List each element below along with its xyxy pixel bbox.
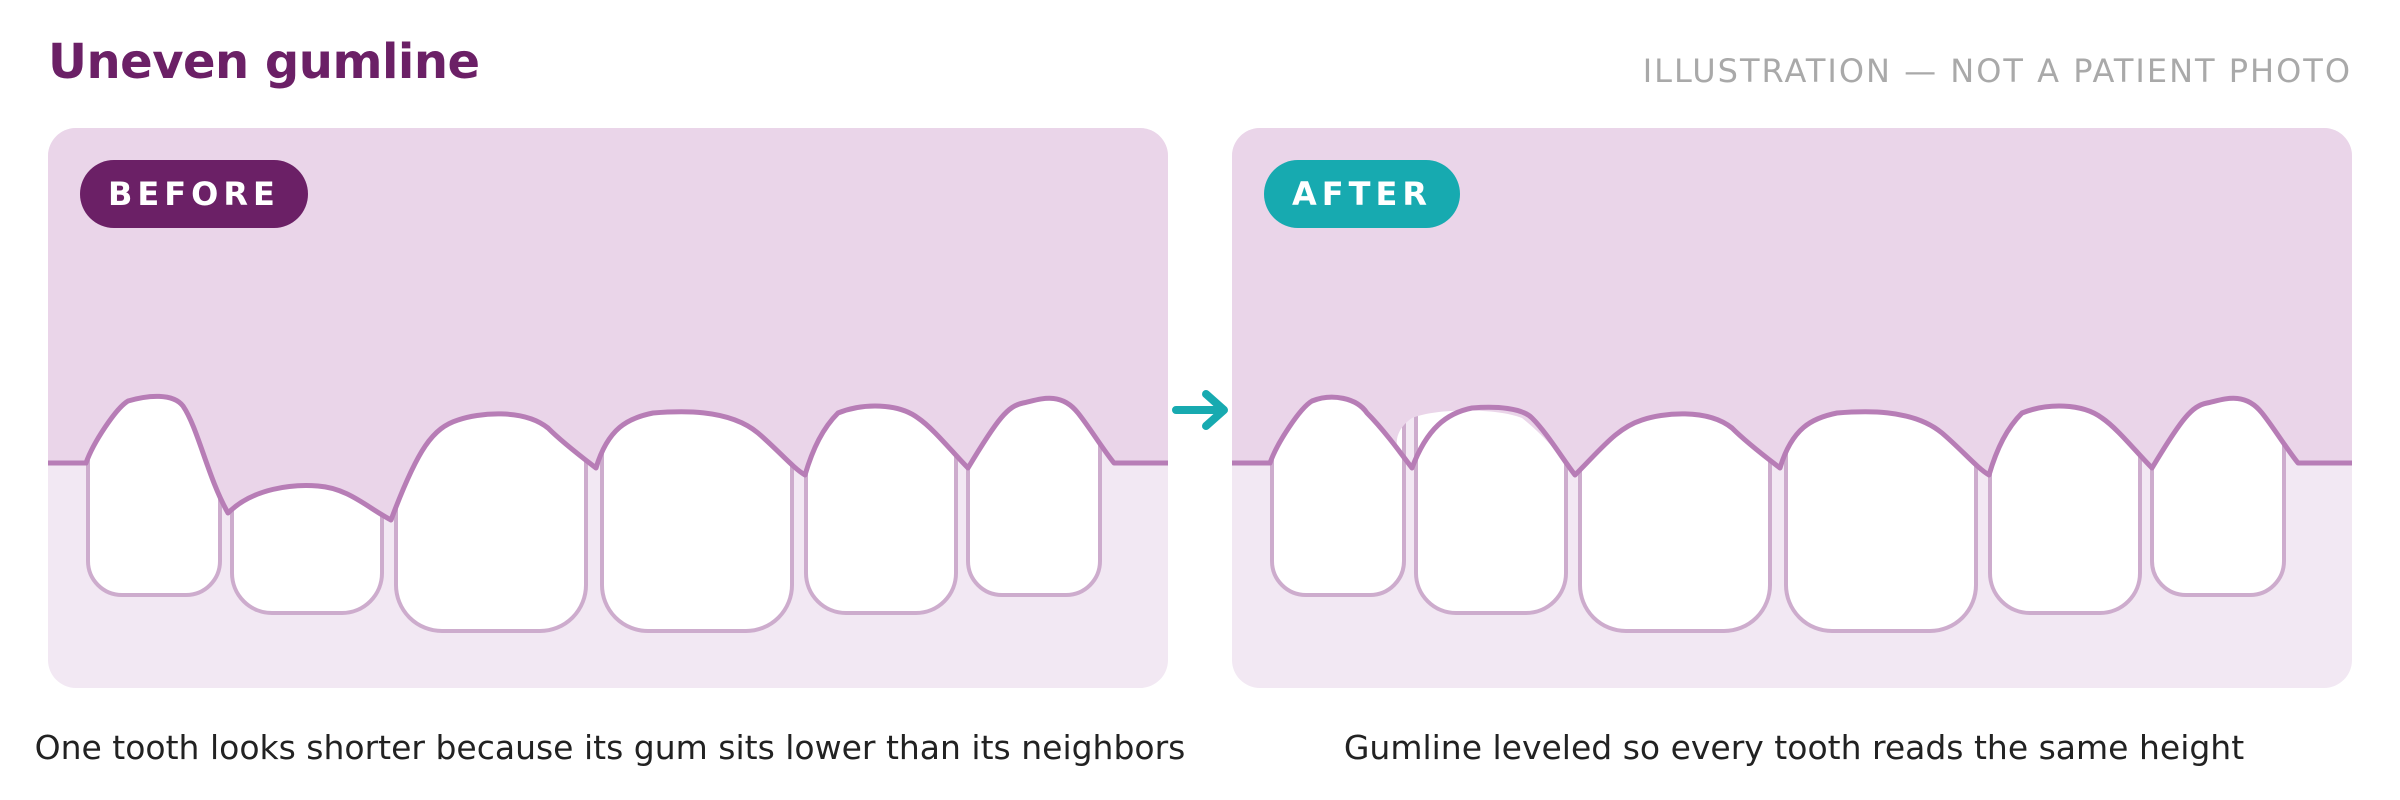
after-caption: Gumline leveled so every tooth reads the…	[1343, 728, 2245, 767]
after-badge: AFTER	[1264, 160, 1460, 228]
gumline	[48, 393, 1168, 523]
before-panel: BEFORE	[48, 128, 1168, 688]
before-caption: One tooth looks shorter because its gum …	[34, 728, 1186, 767]
arrow-right-icon	[1172, 390, 1228, 430]
disclaimer-tag: ILLUSTRATION — NOT A PATIENT PHOTO	[1642, 52, 2352, 90]
after-illustration	[1232, 128, 2352, 633]
gumline	[1232, 394, 2352, 478]
before-badge: BEFORE	[80, 160, 308, 228]
gum-tissue	[48, 128, 1168, 520]
gum-tissue	[1232, 128, 2352, 475]
after-panel: AFTER	[1232, 128, 2352, 688]
before-illustration	[48, 128, 1168, 633]
page-title: Uneven gumline	[48, 34, 480, 90]
